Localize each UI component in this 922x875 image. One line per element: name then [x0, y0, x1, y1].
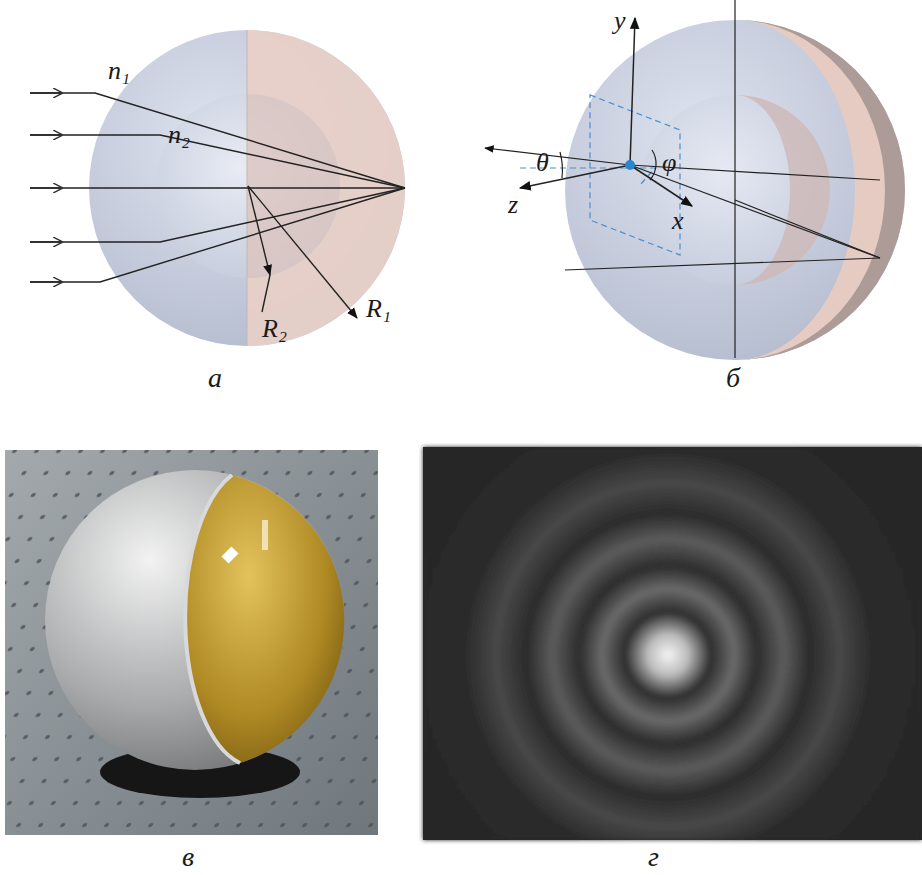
axis-label: z — [508, 192, 518, 218]
axis-label: x — [672, 208, 684, 234]
panel-letter: г — [648, 843, 659, 871]
radius-label: R₁ — [366, 296, 391, 322]
radius-label: R₂ — [262, 316, 287, 342]
refractive-index: n₂ — [168, 122, 190, 148]
axis-label: y — [614, 8, 626, 34]
panel-letter: в — [182, 843, 194, 871]
panel-letter: б — [726, 364, 740, 392]
refractive-index: n₁ — [108, 58, 130, 84]
angle-label: θ — [536, 150, 549, 176]
angle-label: φ — [662, 150, 676, 176]
panel-letter: а — [208, 364, 222, 392]
